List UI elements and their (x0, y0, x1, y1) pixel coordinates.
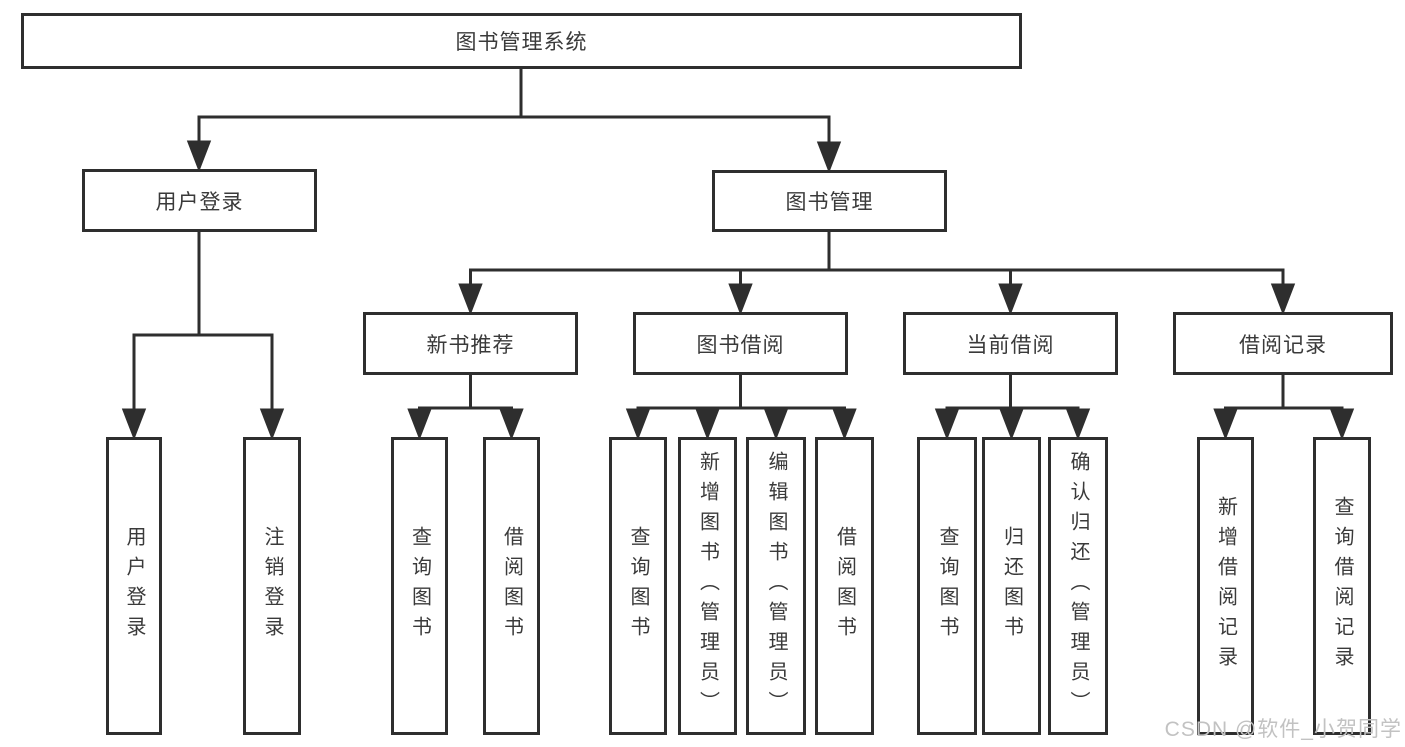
node-borrowing-records: 借阅记录 (1173, 312, 1393, 375)
leaf-query-borrow-record-label: 查询借阅记录 (1331, 496, 1353, 676)
node-user-login: 用户登录 (82, 169, 317, 232)
leaf-edit-books-admin-label: 编辑图书（管理员） (765, 451, 787, 721)
leaf-query-books-borrow-label: 查询图书 (627, 526, 649, 646)
leaf-query-books-current-label: 查询图书 (936, 526, 958, 646)
leaf-logout-label: 注销登录 (261, 526, 283, 646)
leaf-logout: 注销登录 (243, 437, 301, 735)
leaf-confirm-return-admin-label: 确认归还（管理员） (1067, 451, 1089, 721)
leaf-borrow-books-label: 借阅图书 (833, 526, 856, 646)
leaf-add-books-admin-label: 新增图书（管理员） (696, 451, 719, 721)
node-borrowing-records-label: 借阅记录 (1239, 333, 1327, 357)
node-book-management: 图书管理 (712, 170, 947, 232)
node-book-borrowing: 图书借阅 (633, 312, 848, 375)
leaf-query-books-borrow: 查询图书 (609, 437, 667, 735)
leaf-borrow-books-recommend-label: 借阅图书 (500, 526, 523, 646)
leaf-query-books-current: 查询图书 (917, 437, 977, 735)
node-current-borrowing-label: 当前借阅 (966, 333, 1055, 357)
leaf-edit-books-admin: 编辑图书（管理员） (746, 437, 806, 735)
leaf-confirm-return-admin: 确认归还（管理员） (1048, 437, 1108, 735)
leaf-return-books-label: 归还图书 (1000, 526, 1023, 646)
node-new-book-recommend-label: 新书推荐 (426, 333, 515, 357)
leaf-user-login-label: 用户登录 (123, 526, 145, 646)
node-root: 图书管理系统 (21, 13, 1022, 69)
node-current-borrowing: 当前借阅 (903, 312, 1118, 375)
node-user-login-label: 用户登录 (155, 190, 244, 214)
node-book-borrowing-label: 图书借阅 (696, 333, 785, 357)
node-new-book-recommend: 新书推荐 (363, 312, 578, 375)
csdn-watermark: CSDN @软件_小贺同学 (1164, 718, 1402, 741)
leaf-query-books-recommend: 查询图书 (391, 437, 448, 735)
leaf-borrow-books-recommend: 借阅图书 (483, 437, 540, 735)
leaf-borrow-books: 借阅图书 (815, 437, 874, 735)
leaf-query-books-recommend-label: 查询图书 (408, 526, 431, 646)
leaf-return-books: 归还图书 (982, 437, 1041, 735)
leaf-user-login: 用户登录 (106, 437, 162, 735)
node-root-label: 图书管理系统 (455, 31, 588, 54)
leaf-add-borrow-record-label: 新增借阅记录 (1214, 496, 1237, 676)
leaf-add-books-admin: 新增图书（管理员） (678, 437, 737, 735)
leaf-query-borrow-record: 查询借阅记录 (1313, 437, 1371, 735)
node-book-management-label: 图书管理 (785, 191, 874, 214)
leaf-add-borrow-record: 新增借阅记录 (1197, 437, 1254, 735)
